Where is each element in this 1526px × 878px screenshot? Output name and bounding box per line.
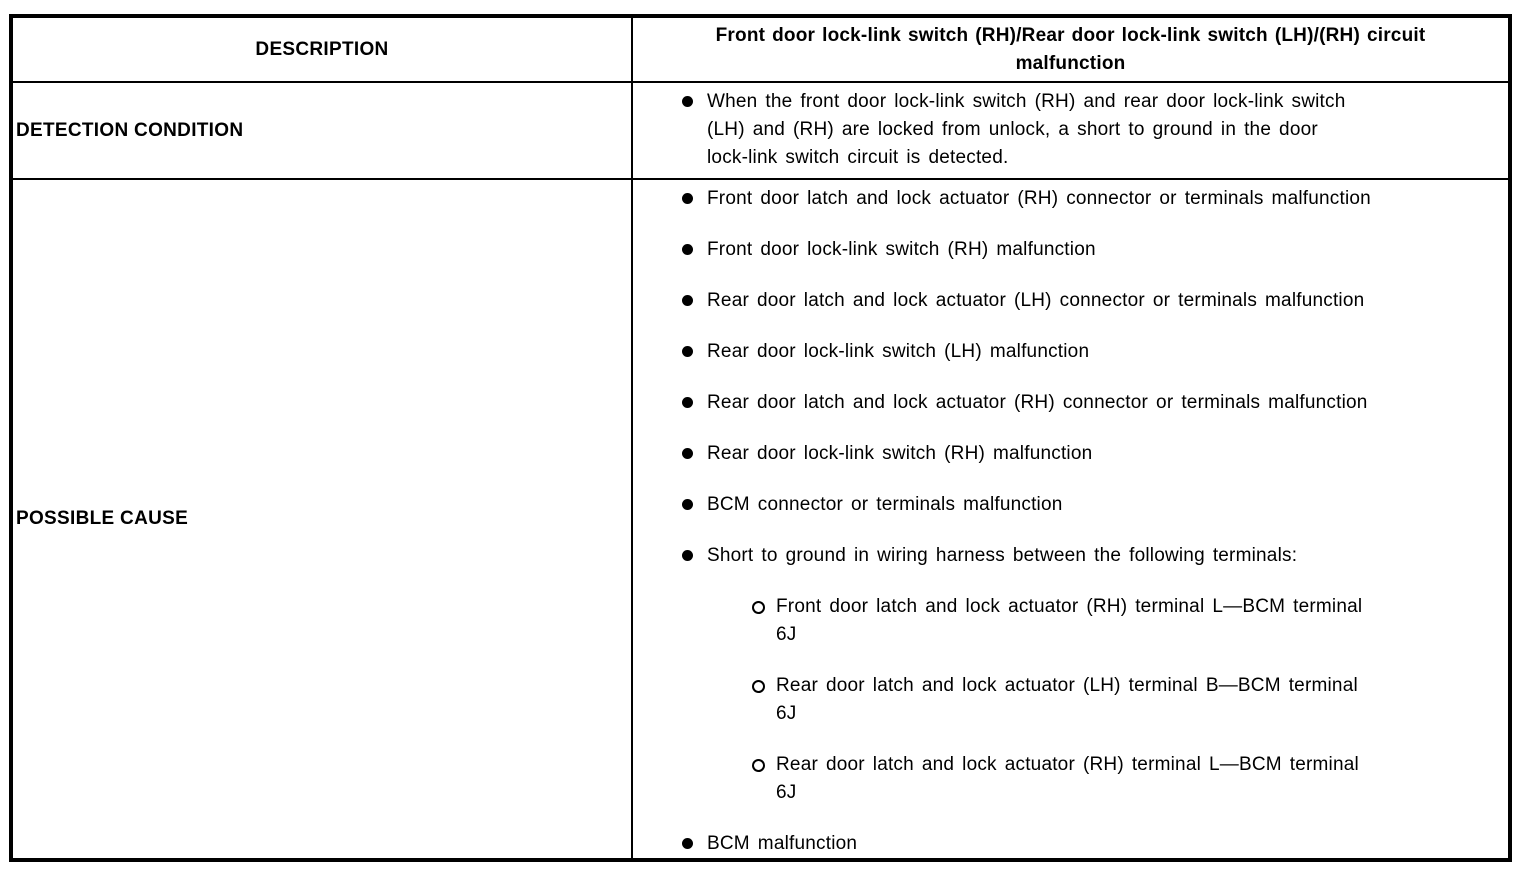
bullet-icon xyxy=(682,448,693,459)
sub-list-item: Front door latch and lock actuator (RH) … xyxy=(752,593,1498,649)
sub-item-text: Rear door latch and lock actuator (RH) t… xyxy=(776,754,1359,803)
circle-bullet-icon xyxy=(752,601,765,614)
bullet-icon xyxy=(682,244,693,255)
circle-bullet-icon xyxy=(752,680,765,693)
possible-cause-label: POSSIBLE CAUSE xyxy=(16,508,189,529)
description-label: DESCRIPTION xyxy=(255,38,389,60)
sub-item-text: Rear door latch and lock actuator (LH) t… xyxy=(776,675,1358,724)
item-text: Rear door latch and lock actuator (LH) c… xyxy=(707,290,1365,311)
bullet-icon xyxy=(682,838,693,849)
bullet-icon xyxy=(682,397,693,408)
item-text: When the front door lock-link switch (RH… xyxy=(707,91,1346,168)
bullet-icon xyxy=(682,96,693,107)
item-text: Rear door lock-link switch (RH) malfunct… xyxy=(707,443,1093,464)
possible-cause-label-cell: POSSIBLE CAUSE xyxy=(13,178,631,858)
list-item: Front door lock-link switch (RH) malfunc… xyxy=(682,236,1498,264)
item-text: Front door latch and lock actuator (RH) … xyxy=(707,188,1371,209)
sub-list-item: Rear door latch and lock actuator (RH) t… xyxy=(752,751,1498,807)
sub-list-item: Rear door latch and lock actuator (LH) t… xyxy=(752,672,1498,728)
list-item: When the front door lock-link switch (RH… xyxy=(682,88,1498,172)
item-text: Rear door latch and lock actuator (RH) c… xyxy=(707,392,1368,413)
list-item: Short to ground in wiring harness betwee… xyxy=(682,542,1498,807)
detection-condition-label: DETECTION CONDITION xyxy=(16,119,244,141)
malfunction-title-cell: Front door lock-link switch (RH)/Rear do… xyxy=(631,18,1508,81)
sub-item-text: Front door latch and lock actuator (RH) … xyxy=(776,596,1363,645)
detection-condition-content-cell: When the front door lock-link switch (RH… xyxy=(631,81,1508,178)
list-item: Rear door latch and lock actuator (LH) c… xyxy=(682,287,1498,315)
bullet-icon xyxy=(682,193,693,204)
description-header-cell: DESCRIPTION xyxy=(13,18,631,81)
item-text: Front door lock-link switch (RH) malfunc… xyxy=(707,239,1096,260)
malfunction-title: Front door lock-link switch (RH)/Rear do… xyxy=(715,25,1426,74)
dtc-description-table: DESCRIPTION Front door lock-link switch … xyxy=(9,14,1512,862)
bullet-icon xyxy=(682,550,693,561)
possible-cause-content-cell: Front door latch and lock actuator (RH) … xyxy=(631,178,1508,858)
bullet-icon xyxy=(682,346,693,357)
list-item: Rear door lock-link switch (LH) malfunct… xyxy=(682,338,1498,366)
bullet-icon xyxy=(682,295,693,306)
item-text: Short to ground in wiring harness betwee… xyxy=(707,545,1298,566)
circle-bullet-icon xyxy=(752,759,765,772)
list-item: BCM malfunction xyxy=(682,830,1498,858)
list-item: Rear door latch and lock actuator (RH) c… xyxy=(682,389,1498,417)
detection-condition-list: When the front door lock-link switch (RH… xyxy=(633,88,1498,172)
list-item: Rear door lock-link switch (RH) malfunct… xyxy=(682,440,1498,468)
item-text: BCM malfunction xyxy=(707,833,858,854)
short-to-ground-sublist: Front door latch and lock actuator (RH) … xyxy=(682,593,1498,807)
item-text: Rear door lock-link switch (LH) malfunct… xyxy=(707,341,1090,362)
bullet-icon xyxy=(682,499,693,510)
item-text: BCM connector or terminals malfunction xyxy=(707,494,1063,515)
possible-cause-list: Front door latch and lock actuator (RH) … xyxy=(633,185,1498,858)
detection-condition-label-cell: DETECTION CONDITION xyxy=(13,81,631,178)
list-item: BCM connector or terminals malfunction xyxy=(682,491,1498,519)
list-item: Front door latch and lock actuator (RH) … xyxy=(682,185,1498,213)
